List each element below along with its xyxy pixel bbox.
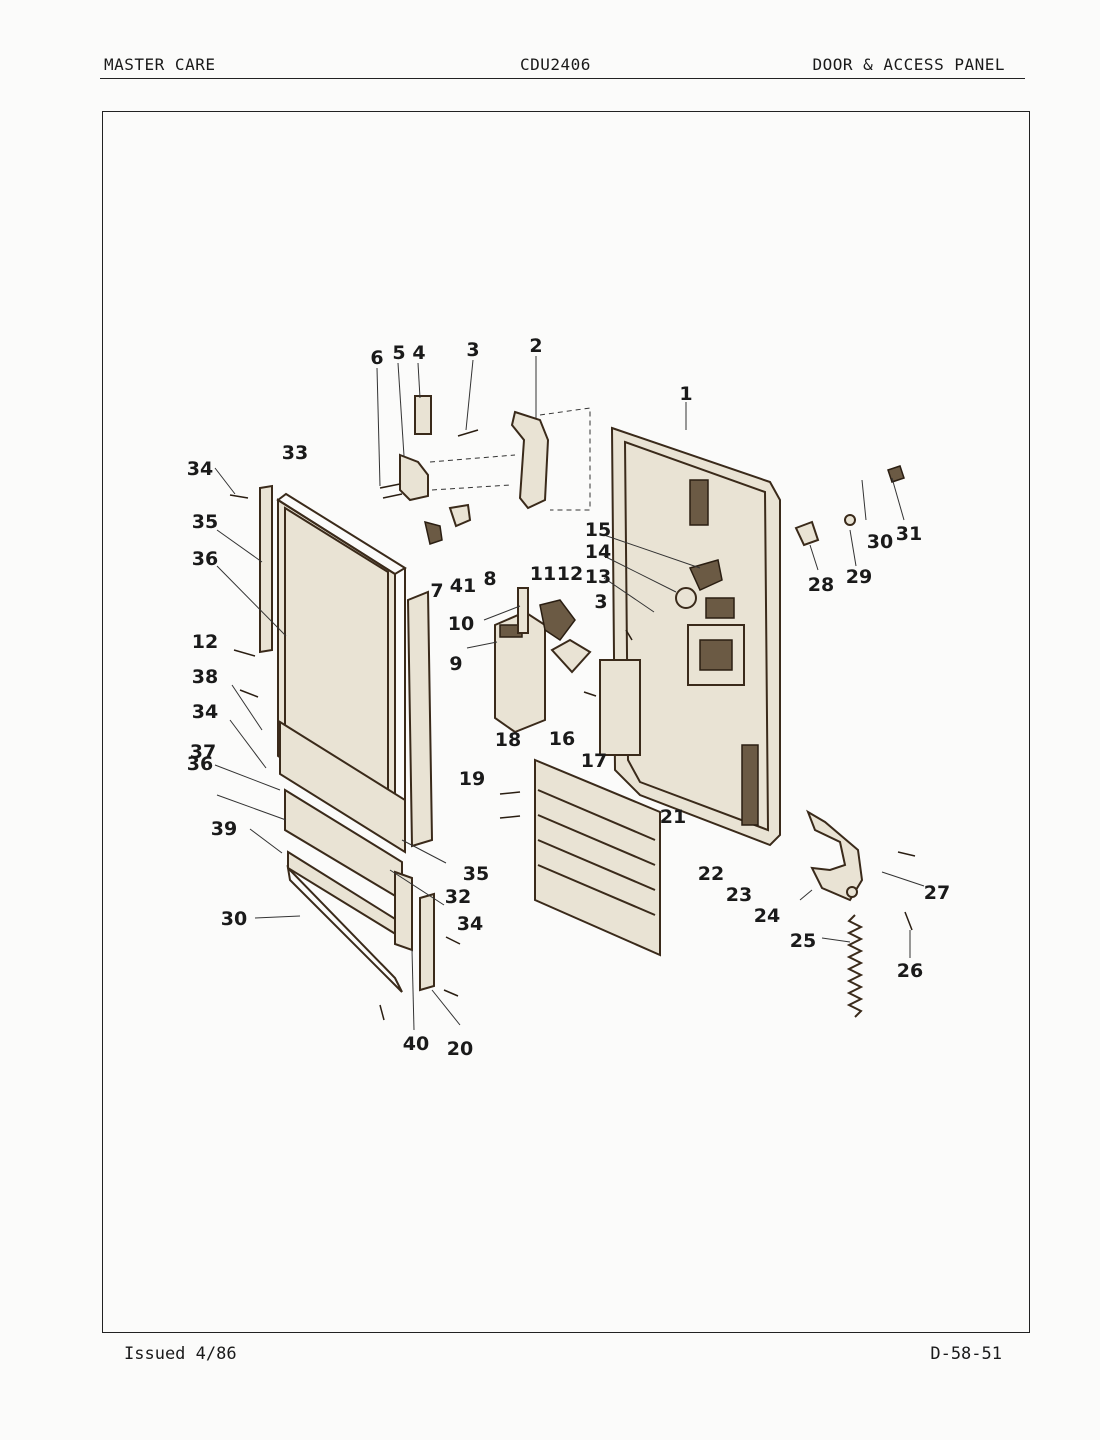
callout-4: 4 — [412, 342, 425, 364]
callout-36-bottom: 36 — [187, 753, 213, 775]
callout-12-latch: 12 — [557, 563, 583, 585]
callout-28: 28 — [808, 574, 834, 596]
bracket-28 — [794, 520, 820, 547]
callout-20: 20 — [447, 1038, 473, 1060]
callout-3-hinge: 3 — [466, 339, 479, 361]
inner-door-panel — [599, 426, 781, 847]
callout-27: 27 — [924, 882, 950, 904]
vent-panel — [534, 758, 661, 957]
door-handle-assembly — [494, 587, 592, 734]
header-model-number: CDU2406 — [520, 55, 591, 74]
header-rule — [100, 78, 1025, 79]
footer-page-code: D-58-51 — [930, 1344, 1002, 1364]
callout-16: 16 — [549, 728, 575, 750]
callout-11: 11 — [530, 563, 556, 585]
callout-35-right: 35 — [463, 863, 489, 885]
callout-23: 23 — [726, 884, 752, 906]
callout-3-latch: 3 — [594, 591, 607, 613]
callout-18: 18 — [495, 729, 521, 751]
clip-31 — [887, 465, 905, 483]
callout-7: 7 — [430, 580, 443, 602]
callout-30-door: 30 — [221, 908, 247, 930]
callout-5: 5 — [392, 342, 405, 364]
callout-33: 33 — [282, 442, 308, 464]
footer-issue-date: Issued 4/86 — [124, 1344, 237, 1364]
callout-36-top: 36 — [192, 548, 218, 570]
callout-24: 24 — [754, 905, 780, 927]
door-spring — [846, 914, 864, 1018]
callout-34-side: 34 — [192, 701, 218, 723]
callout-6: 6 — [370, 347, 383, 369]
callout-22: 22 — [698, 863, 724, 885]
callout-31: 31 — [896, 523, 922, 545]
right-trim-strip — [406, 590, 434, 848]
callout-1: 1 — [679, 383, 692, 405]
callout-32: 32 — [445, 886, 471, 908]
callout-13: 13 — [585, 566, 611, 588]
callout-19: 19 — [459, 768, 485, 790]
callout-17: 17 — [581, 750, 607, 772]
left-trim-strip — [259, 484, 273, 654]
header-section-title: DOOR & ACCESS PANEL — [812, 55, 1005, 74]
hinge-assembly — [399, 395, 550, 545]
callout-37: 37 — [190, 741, 216, 763]
callout-9: 9 — [449, 653, 462, 675]
callout-41: 41 — [450, 575, 476, 597]
callout-15: 15 — [585, 519, 611, 541]
callout-40: 40 — [403, 1033, 429, 1055]
diagram-frame — [102, 111, 1030, 1333]
door-bottom-panels — [279, 720, 435, 993]
callout-8: 8 — [483, 568, 496, 590]
header-brand: MASTER CARE — [104, 55, 216, 74]
callout-25: 25 — [790, 930, 816, 952]
screw-29 — [844, 514, 856, 526]
callout-38: 38 — [192, 666, 218, 688]
screws — [229, 429, 916, 1021]
callout-26: 26 — [897, 960, 923, 982]
callout-29: 29 — [846, 566, 872, 588]
callout-21: 21 — [660, 806, 686, 828]
callout-14: 14 — [585, 541, 611, 563]
callout-34-top: 34 — [187, 458, 213, 480]
leader-lines — [214, 356, 925, 1031]
callout-10: 10 — [448, 613, 474, 635]
callout-12-door: 12 — [192, 631, 218, 653]
callout-39: 39 — [211, 818, 237, 840]
door-hinge-arm — [806, 809, 864, 902]
callout-35-left: 35 — [192, 511, 218, 533]
callout-30-panel: 30 — [867, 531, 893, 553]
callout-34-bottom: 34 — [457, 913, 483, 935]
callout-2: 2 — [529, 335, 542, 357]
